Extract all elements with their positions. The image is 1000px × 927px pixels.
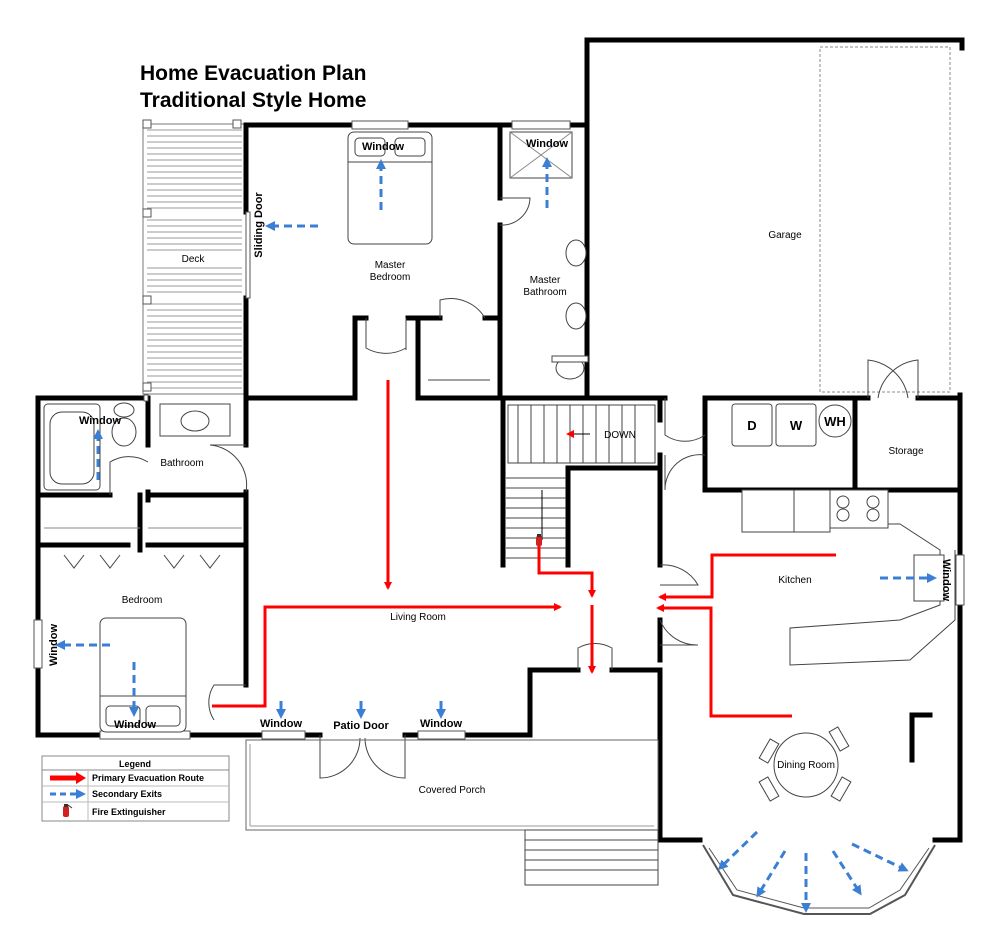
covered-porch-label: Covered Porch	[419, 785, 486, 796]
master-bathroom-label-2: Bathroom	[523, 287, 566, 298]
bedroom-label: Bedroom	[122, 595, 163, 606]
secondary-exit-bay-2	[756, 850, 787, 898]
primary-routes	[212, 380, 836, 718]
patio-door-label: Patio Door	[333, 720, 389, 732]
window-frames	[33, 120, 965, 740]
window-label-living-west: Window	[260, 718, 302, 730]
deck	[142, 119, 247, 395]
kitchen-label: Kitchen	[778, 575, 811, 586]
fire-extinguisher-icon	[63, 804, 73, 817]
window-label-bedroom-south: Window	[114, 719, 156, 731]
window-label-living-east: Window	[420, 718, 462, 730]
primary-route-bedroom	[212, 603, 562, 708]
window-label-master-bedroom: Window	[362, 141, 404, 153]
master-bathroom-label-1: Master	[530, 275, 561, 286]
window-label-master-bathroom: Window	[526, 138, 568, 150]
doors	[109, 197, 919, 779]
primary-route-kitchen-north	[658, 553, 836, 601]
water-heater-label: WH	[824, 414, 846, 429]
storage-label: Storage	[888, 446, 923, 457]
master-bedroom-label-1: Master	[375, 260, 406, 271]
bay-window	[702, 844, 936, 915]
garage-label: Garage	[768, 230, 802, 241]
washer-label: W	[790, 418, 803, 433]
deck-label: Deck	[182, 254, 206, 265]
legend-arrow-secondary-icon	[76, 789, 86, 799]
window-label-kitchen: Window	[940, 559, 952, 601]
living-room-label: Living Room	[390, 612, 446, 623]
legend-item-primary: Primary Evacuation Route	[92, 773, 204, 783]
legend-arrow-primary-icon	[76, 772, 86, 784]
primary-route-dining	[656, 604, 792, 718]
stairs-down-label: DOWN	[604, 430, 636, 441]
walls	[35, 37, 965, 843]
legend-title: Legend	[119, 759, 151, 769]
secondary-exit-bay-4	[831, 850, 862, 896]
legend: Legend Primary Evacuation Route Secondar…	[41, 755, 230, 822]
title-line-2: Traditional Style Home	[140, 89, 366, 112]
legend-item-extinguisher: Fire Extinguisher	[92, 807, 166, 817]
secondary-exit-bay-5	[851, 842, 909, 872]
dryer-label: D	[747, 418, 756, 433]
dining-room-label: Dining Room	[777, 760, 835, 771]
fire-extinguisher-icon	[536, 534, 542, 546]
bathroom-label: Bathroom	[160, 458, 203, 469]
master-bedroom-label-2: Bedroom	[370, 272, 411, 283]
primary-route-stairs	[537, 535, 596, 598]
garage-parking	[819, 46, 951, 393]
legend-item-secondary: Secondary Exits	[92, 789, 162, 799]
window-label-bathroom: Window	[79, 415, 121, 427]
sliding-door-label: Sliding Door	[253, 192, 265, 258]
title-line-1: Home Evacuation Plan	[140, 62, 366, 85]
window-label-bedroom-west: Window	[48, 624, 60, 666]
secondary-exit-bay-1	[717, 830, 759, 871]
secondary-exits	[55, 157, 937, 913]
